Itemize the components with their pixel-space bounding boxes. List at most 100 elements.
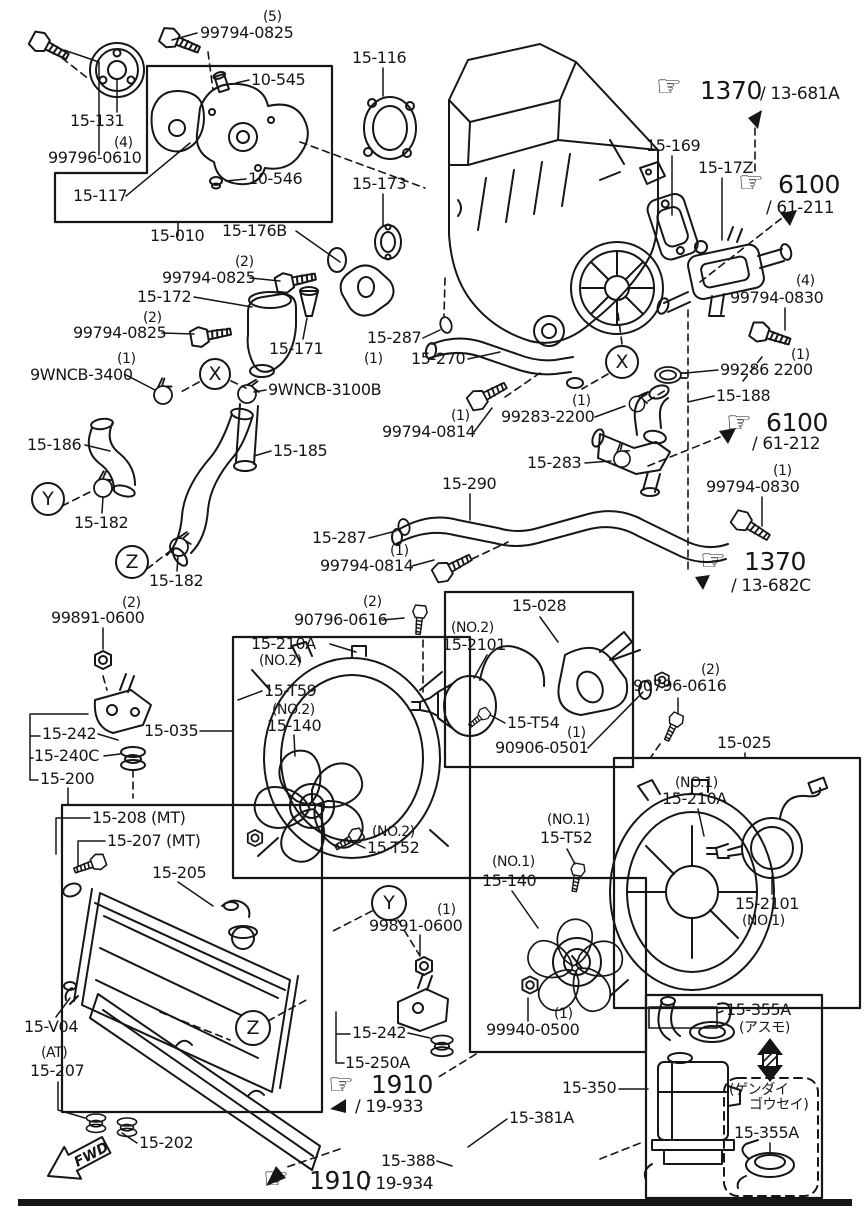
part-label-99891-0600-b: 99891-0600 (369, 916, 463, 935)
hoses-pipes-drawing (87, 337, 729, 567)
part-label-no-2: (NO.2) (259, 653, 302, 669)
part-label-15-v04: 15-V04 (24, 1017, 79, 1036)
part-label-15-182-a: 15-182 (74, 513, 129, 532)
part-label-90796-0616-a: 90796-0616 (294, 610, 388, 629)
part-label-13-682c: / 13-682C (731, 576, 811, 596)
part-label-1: (1) (567, 725, 586, 741)
part-label-15-188: 15-188 (716, 386, 771, 405)
part-label-15-242-a: 15-242 (42, 724, 97, 743)
part-label-15-172: 15-172 (137, 287, 192, 306)
part-label-15-t52-no1: 15-T52 (540, 828, 593, 847)
part-label-15-176b: 15-176B (222, 221, 287, 240)
part-label-15-117: 15-117 (73, 186, 128, 205)
part-label-19-934: / 19-934 (365, 1174, 434, 1194)
box-reservoir (644, 993, 824, 1200)
clamps-orings-drawing (89, 314, 775, 587)
box-radiator (60, 803, 324, 1114)
part-label-15-287-b: 15-287 (312, 528, 367, 547)
part-label-1370-b: 1370 (744, 547, 807, 576)
part-label-99794-0825-c: 99794-0825 (73, 323, 167, 342)
engine-block-drawing (448, 43, 666, 389)
dashed-lines (61, 51, 783, 1168)
part-label-90906-0501: 90906-0501 (495, 738, 589, 757)
part-label-99283-2200: 99283-2200 (501, 407, 595, 426)
part-label-1: (1) (390, 543, 409, 559)
part-label-no-2: (NO.2) (451, 620, 494, 636)
part-label-15-169: 15-169 (646, 136, 701, 155)
part-label-15-205: 15-205 (152, 863, 207, 882)
part-label-15-025: 15-025 (717, 733, 772, 752)
washer-15-207-mt (62, 882, 82, 898)
part-label-15-028: 15-028 (512, 596, 567, 615)
maker-label-gendai-1: (ゲンダイ (729, 1082, 789, 1098)
view-ref-x-1: X (199, 358, 231, 390)
part-label-1910-b: 1910 (309, 1166, 372, 1195)
part-label-1: (1) (773, 463, 792, 479)
part-label-15-173: 15-173 (352, 174, 407, 193)
hand-icon-13-681a: ☞ (656, 69, 682, 103)
part-label-15-290: 15-290 (442, 474, 497, 493)
part-label-15-355a-a: 15-355A (726, 1000, 791, 1019)
part-label-2: (2) (143, 310, 162, 326)
part-label-2: (2) (701, 662, 720, 678)
part-label-15-035: 15-035 (144, 721, 199, 740)
part-label-61-212: / 61-212 (752, 434, 821, 454)
view-ref-y-2: Y (371, 885, 407, 921)
part-label-99794-0830-b: 99794-0830 (706, 477, 800, 496)
part-label-2: (2) (122, 595, 141, 611)
part-label-6100-b: 6100 (766, 408, 829, 437)
part-label-no-1: (NO.1) (742, 913, 785, 929)
part-label-15-185: 15-185 (273, 441, 328, 460)
part-label-15-287-a: 15-287 (367, 328, 422, 347)
part-label-1: (1) (364, 351, 383, 367)
part-label-99891-0600-a: 99891-0600 (51, 608, 145, 627)
part-label-99940-0500: 99940-0500 (486, 1020, 580, 1039)
hand-icon-61-211: ☞ (738, 165, 764, 199)
fan-blade-no2 (245, 744, 370, 871)
view-ref-z-1: Z (115, 545, 149, 579)
part-label-15-131: 15-131 (70, 111, 125, 130)
part-label-no-2: (NO.2) (372, 824, 415, 840)
part-label-13-681a: / 13-681A (760, 84, 840, 104)
part-label-15-207-at: 15-207 (30, 1061, 85, 1080)
part-label-1: (1) (437, 902, 456, 918)
part-label-15-t52-no2: 15-T52 (367, 838, 420, 857)
part-label-15-200: 15-200 (40, 769, 95, 788)
part-label-9wncb-3400: 9WNCB-3400 (30, 365, 133, 384)
part-label-15-355a-b: 15-355A (734, 1123, 799, 1142)
part-label-9wncb-3100b: 9WNCB-3100B (268, 380, 382, 399)
part-label-15-210a-no1: 15-210A (662, 789, 727, 808)
maker-label-gendai-2: ゴウセイ) (749, 1097, 809, 1113)
part-label-4: (4) (796, 273, 815, 289)
part-label-99794-0825-a: 99794-0825 (200, 23, 294, 42)
part-label-6100-a: 6100 (778, 170, 841, 199)
part-label-15-010: 15-010 (150, 226, 205, 245)
part-label-no-1: (NO.1) (547, 812, 590, 828)
part-label-2: (2) (363, 594, 382, 610)
part-label-99796-0610: 99796-0610 (48, 148, 142, 167)
callout-box-15-355a (648, 1006, 718, 1029)
part-label-15-t54: 15-T54 (507, 713, 560, 732)
part-label-1370-a: 1370 (700, 76, 763, 105)
part-label-15-116: 15-116 (352, 48, 407, 67)
part-label-10-545: 10-545 (251, 70, 306, 89)
part-label-61-211: / 61-211 (766, 198, 835, 218)
part-label-15-207-mt: 15-207 (MT) (107, 831, 201, 850)
hand-icon-13-682c: ☞ (700, 543, 726, 577)
hand-icon-61-212: ☞ (726, 405, 752, 439)
reference-arrowheads (266, 110, 797, 1186)
clamp-99286-2200 (654, 366, 688, 384)
maker-label-asmo: (アスモ) (739, 1020, 790, 1036)
part-label-15-381a: 15-381A (509, 1108, 574, 1127)
part-label-99794-0830-a: 99794-0830 (730, 288, 824, 307)
box-motor-no2 (443, 590, 635, 769)
part-label-99286-2200: 99286 2200 (720, 360, 813, 379)
leader-lines (29, 32, 786, 1167)
part-label-15-240c: 15-240C (34, 746, 100, 765)
hand-icon-19-933: ☞ (328, 1067, 354, 1101)
part-label-no-1: (NO.1) (492, 854, 535, 870)
part-label-1: (1) (791, 347, 810, 363)
